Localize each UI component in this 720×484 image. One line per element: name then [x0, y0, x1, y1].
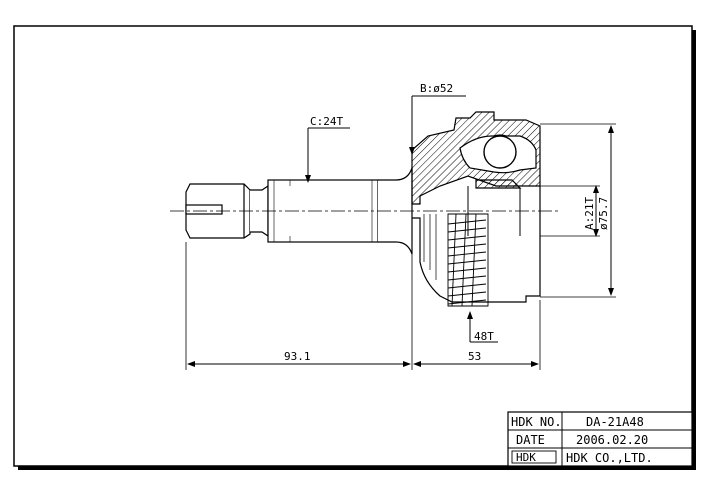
dimension-lengths: 93.1 53: [185, 242, 541, 370]
callout-b-diameter: B:ø52: [409, 82, 466, 155]
abs-ring-label: 48T: [474, 330, 494, 343]
shaft-length-label: 93.1: [284, 350, 311, 363]
part-no-value: DA-21A48: [586, 415, 644, 429]
b-diameter-label: B:ø52: [420, 82, 453, 95]
a-spline-label: A:21T: [583, 197, 596, 230]
outer-diameter-label: ø75.7: [597, 197, 610, 230]
callout-a-spline: A:21T: [540, 185, 600, 237]
callout-c-spline: C:24T: [305, 115, 350, 183]
callout-abs-ring: 48T: [467, 311, 498, 343]
bell-length-label: 53: [468, 350, 481, 363]
outer-bell: [411, 111, 541, 307]
c-spline-label: C:24T: [310, 115, 343, 128]
date-value: 2006.02.20: [576, 433, 648, 447]
date-label: DATE: [516, 433, 545, 447]
company-name: HDK CO.,LTD.: [566, 451, 653, 465]
company-logo: HDK: [516, 451, 536, 464]
part-no-label: HDK NO.: [511, 415, 562, 429]
company-logo-box: [511, 450, 557, 464]
sheet-border: [13, 25, 693, 467]
dimension-outer-diameter: ø75.7: [540, 123, 616, 298]
title-block: HDK NO. DA-21A48 DATE 2006.02.20 HDK HDK…: [507, 411, 693, 467]
